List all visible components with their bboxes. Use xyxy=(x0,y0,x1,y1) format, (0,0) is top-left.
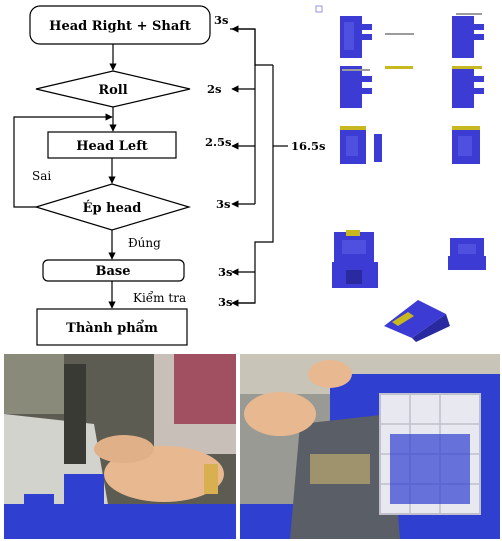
part-roll-pin xyxy=(385,66,413,69)
step-ep-head: Ép head xyxy=(33,183,192,231)
step-base-label: Base xyxy=(95,264,130,279)
photo-sorting-parts-image xyxy=(240,354,500,539)
photo-sorting-parts xyxy=(240,354,500,539)
time-total: 16.5s xyxy=(291,139,325,153)
loop-back-connector xyxy=(13,113,113,208)
flow-connectors xyxy=(13,44,117,309)
step-head-right-shaft-label: Head Right + Shaft xyxy=(49,19,191,34)
step-head-left: Head Left xyxy=(47,131,177,159)
part-ep-head-b xyxy=(448,238,486,270)
part-ep-head-a xyxy=(332,230,378,288)
photo-worker-assembling xyxy=(4,354,236,539)
part-roll-a xyxy=(340,66,372,108)
part-head-left-b xyxy=(452,126,480,164)
move-handle-icon xyxy=(315,5,323,13)
part-finished-product xyxy=(384,300,450,342)
time-kiem-tra: 3s xyxy=(218,295,232,309)
photo-worker-assembling-image xyxy=(4,354,236,539)
step-head-right-shaft: Head Right + Shaft xyxy=(29,5,211,45)
part-head-right-b xyxy=(452,13,484,58)
step-thanh-pham: Thành phẩm xyxy=(36,308,188,346)
part-roll-b xyxy=(452,66,484,108)
step-head-left-label: Head Left xyxy=(76,139,148,154)
time-base: 3s xyxy=(218,265,232,279)
time-bracket xyxy=(230,25,288,307)
time-ep-head: 3s xyxy=(216,197,230,211)
step-roll-label: Roll xyxy=(98,83,127,98)
branch-label-sai: Sai xyxy=(32,169,51,183)
time-head-right-shaft: 3s xyxy=(214,13,228,27)
step-base: Base xyxy=(42,259,185,282)
step-ep-head-label: Ép head xyxy=(83,200,142,216)
part-head-left-a xyxy=(340,126,382,164)
time-head-left: 2.5s xyxy=(205,135,231,149)
branch-label-kiem-tra: Kiểm tra xyxy=(133,290,186,305)
time-roll: 2s xyxy=(207,82,221,96)
step-thanh-pham-label: Thành phẩm xyxy=(66,320,158,336)
branch-label-dung: Đúng xyxy=(128,236,161,250)
step-roll: Roll xyxy=(35,70,191,108)
part-illustrations xyxy=(315,5,486,342)
part-head-right-a xyxy=(340,16,372,58)
